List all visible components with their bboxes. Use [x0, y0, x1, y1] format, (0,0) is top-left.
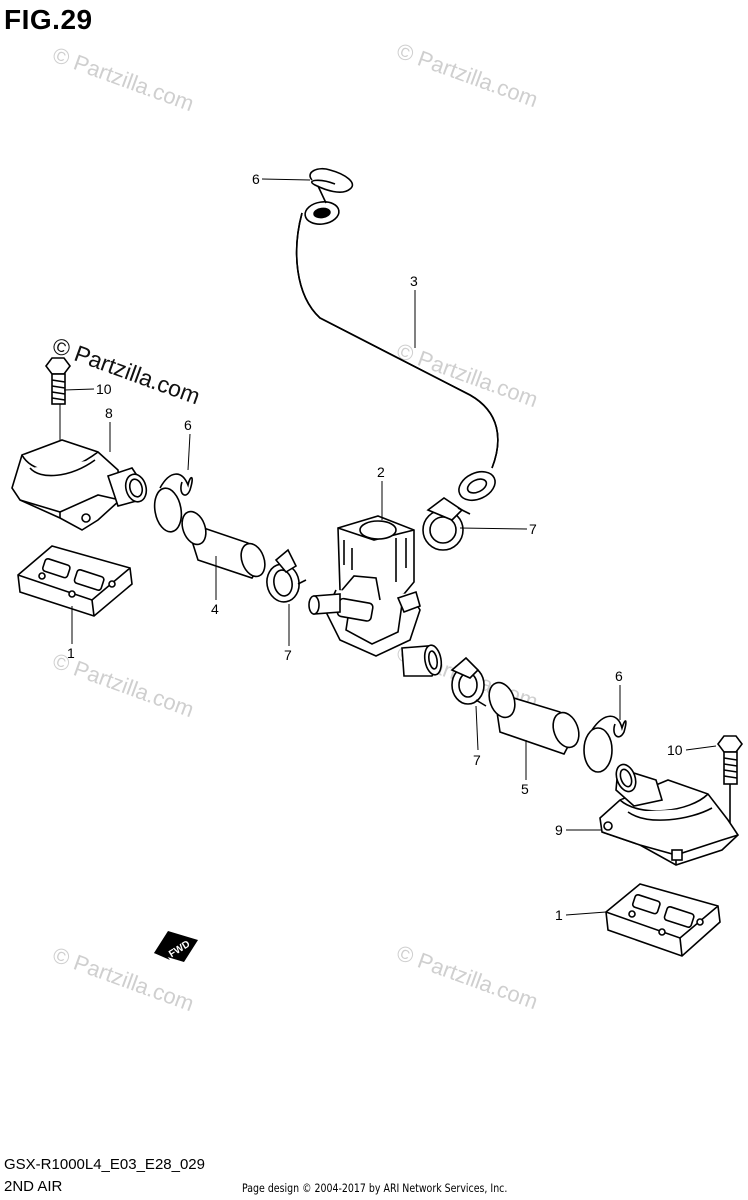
clamp-part-7-middle — [450, 656, 487, 707]
clip-part-6-right — [583, 715, 627, 773]
page-credit: Page design © 2004-2017 by ARI Network S… — [242, 1181, 508, 1195]
valve-part-2 — [308, 515, 443, 677]
callout-1-left: 1 — [67, 645, 75, 661]
fwd-arrow-icon: FWD — [154, 931, 198, 962]
hose-part-3 — [295, 201, 499, 502]
callout-6-left: 6 — [184, 417, 192, 433]
callout-10-left: 10 — [96, 381, 112, 397]
reed-plate-part-1-right — [605, 883, 721, 957]
figure-title: FIG.29 — [4, 4, 93, 35]
bolt-part-10-left — [45, 357, 71, 405]
callout-10-right: 10 — [667, 742, 683, 758]
callout-2: 2 — [377, 464, 385, 480]
callout-7-top: 7 — [529, 521, 537, 537]
callout-6-right: 6 — [615, 668, 623, 684]
callout-9: 9 — [555, 822, 563, 838]
diagram-subtitle: 2ND AIR — [4, 1178, 63, 1195]
callout-7-middle: 7 — [473, 752, 481, 768]
callout-1-right: 1 — [555, 907, 563, 923]
callout-6-top: 6 — [252, 171, 260, 187]
reed-plate-part-1-left — [17, 545, 133, 617]
clip-part-6-left — [153, 473, 193, 533]
callout-labels: 6 3 10 8 6 2 7 4 1 7 6 7 10 5 9 1 — [67, 171, 683, 923]
callout-8: 8 — [105, 405, 113, 421]
clamp-part-7-top — [422, 497, 471, 551]
hose-part-4 — [181, 510, 266, 579]
diagram-code: GSX-R1000L4_E03_E28_029 — [4, 1156, 205, 1173]
reed-cover-part-9 — [599, 763, 740, 866]
clamp-part-7-left — [266, 548, 307, 603]
reed-cover-part-8 — [11, 439, 148, 531]
callout-3: 3 — [410, 273, 418, 289]
callout-7-left: 7 — [284, 647, 292, 663]
leader-lines — [59, 178, 717, 916]
clip-part-6-top — [309, 167, 354, 204]
hose-part-5 — [488, 681, 580, 755]
callout-5: 5 — [521, 781, 529, 797]
callout-4: 4 — [211, 601, 219, 617]
